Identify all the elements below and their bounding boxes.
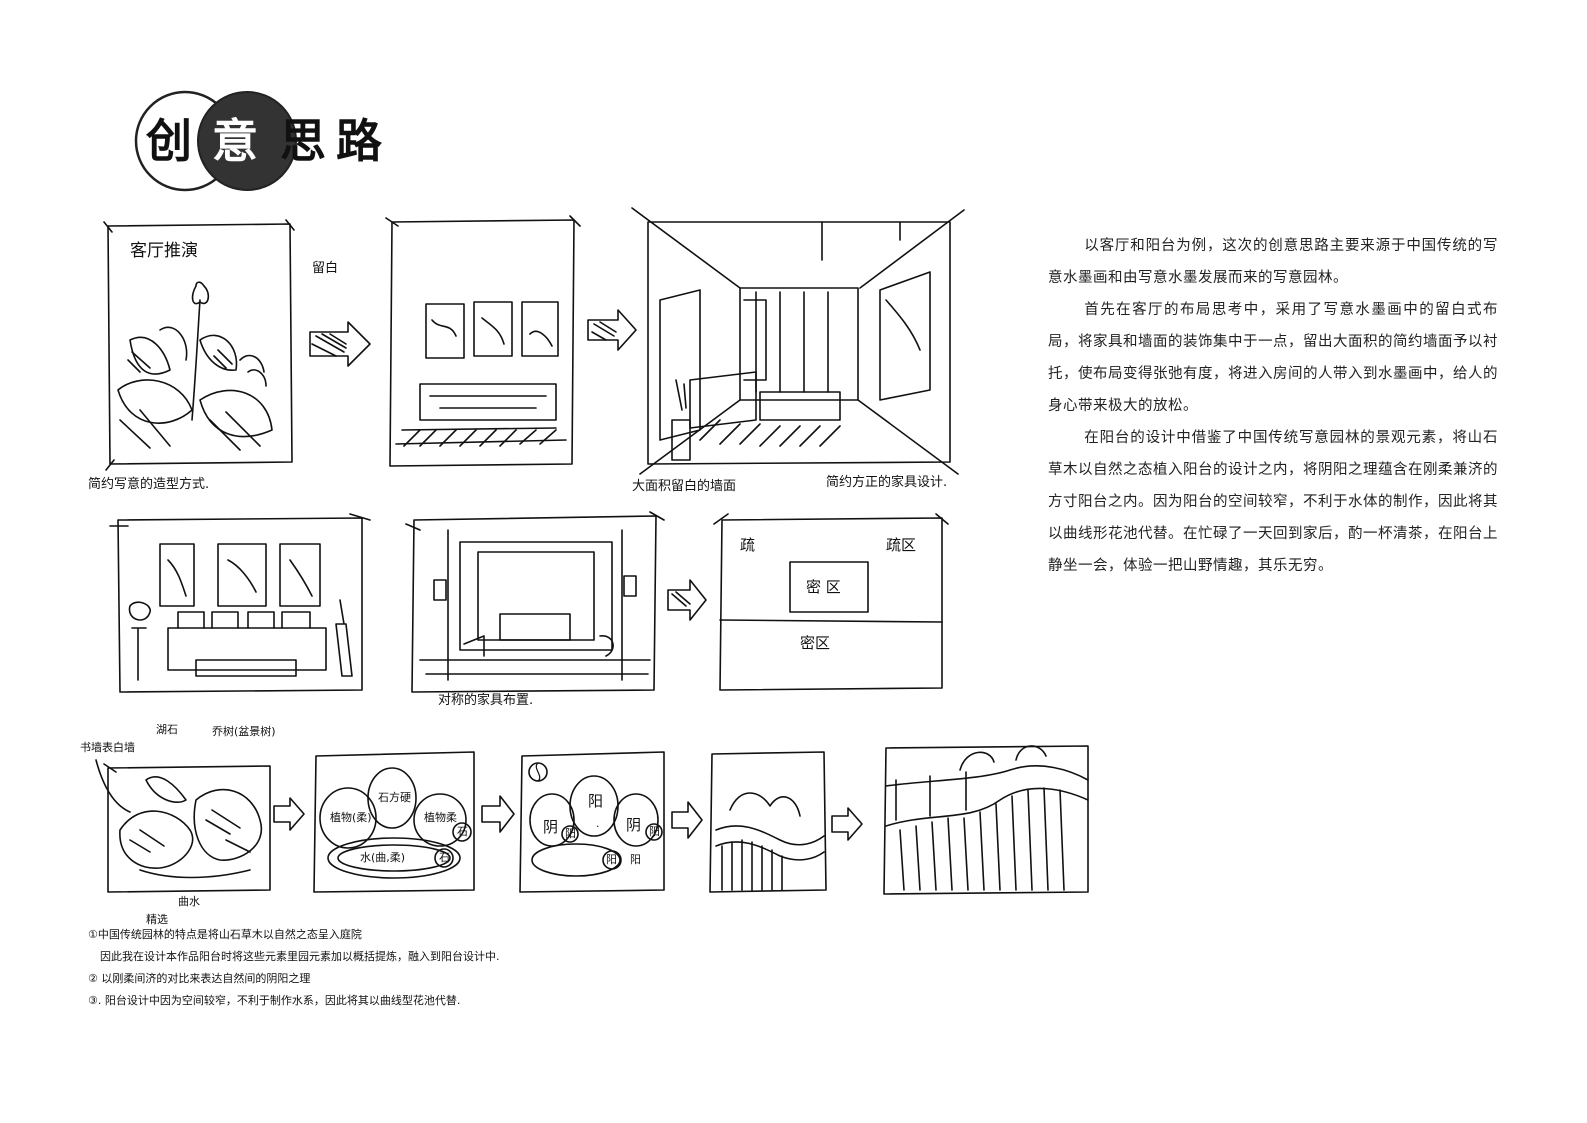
zone-sparse-right: 疏区 bbox=[886, 536, 917, 554]
arrow-6 bbox=[671, 801, 703, 839]
plan-yang-5: 阳 bbox=[630, 853, 641, 866]
sketch-balcony-perspective-panel bbox=[883, 745, 1089, 895]
description-paragraph-3: 在阳台的设计中借鉴了中国传统写意园林的景观元素，将山石草木以自然之态植入阳台的设… bbox=[1048, 430, 1498, 574]
label-garden-wall: 书墙表白墙 bbox=[80, 741, 135, 754]
label-living-room: 客厅推演 bbox=[130, 241, 198, 261]
sketch-sofa-panel bbox=[109, 513, 371, 693]
zone-dense-center: 密 区 bbox=[806, 578, 841, 596]
arrow-2 bbox=[587, 309, 637, 351]
caption-simple-style: 简约写意的造型方式. bbox=[88, 477, 210, 492]
sketch-symmetric-panel bbox=[405, 511, 665, 693]
sketch-bubble-plan-panel bbox=[313, 751, 475, 893]
description-paragraph-1: 以客厅和阳台为例，这次的创意思路主要来源于中国传统的写意水墨画和由写意水墨发展而… bbox=[1048, 238, 1498, 286]
title-char-1: 创 bbox=[146, 114, 192, 168]
sketch-zoning-panel bbox=[713, 513, 949, 691]
title-block: 创 意 思 路 bbox=[110, 88, 430, 198]
plan-yang-4: 阳 bbox=[606, 853, 617, 866]
arrow-4 bbox=[273, 797, 305, 831]
arrow-1 bbox=[309, 321, 371, 367]
label-blank-space: 留白 bbox=[312, 261, 339, 276]
zone-dense-bottom: 密区 bbox=[800, 634, 831, 652]
label-lake-rock: 湖石 bbox=[156, 723, 178, 736]
sketch-yinyang-plan-panel bbox=[519, 751, 665, 893]
title-circles-graphic bbox=[134, 90, 297, 192]
caption-simple-furniture: 简约方正的家具设计. bbox=[826, 475, 948, 490]
arrow-3 bbox=[667, 579, 707, 621]
zone-sparse-left: 疏 bbox=[740, 536, 756, 554]
design-description: 以客厅和阳台为例，这次的创意思路主要来源于中国传统的写意水墨画和由写意水墨发展而… bbox=[1048, 230, 1498, 582]
label-curved-water: 曲水 bbox=[178, 895, 200, 908]
plan-stone: 石 bbox=[457, 825, 468, 838]
plan-stone-2: 石 bbox=[439, 851, 450, 864]
label-tree: 乔树(盆景树) bbox=[212, 725, 276, 738]
plan-water: 水(曲,柔) bbox=[360, 851, 406, 864]
arrow-5 bbox=[481, 795, 515, 833]
plan-dot: . bbox=[596, 817, 600, 830]
caption-symmetric-layout: 对称的家具布置. bbox=[438, 693, 534, 708]
arrow-7 bbox=[831, 807, 863, 841]
note-superscript: 精选 bbox=[146, 913, 168, 926]
note-line-1: ①中国传统园林的特点是将山石草木以自然之态呈入庭院 bbox=[88, 928, 362, 941]
sketch-perspective-panel bbox=[631, 207, 965, 475]
plan-yang-3: 阳 bbox=[649, 825, 660, 838]
description-paragraph-2: 首先在客厅的布局思考中，采用了写意水墨画中的留白式布局，将家具和墙面的装饰集中于… bbox=[1048, 302, 1498, 414]
plan-yin-1: 阴 bbox=[543, 818, 559, 836]
sketch-garden-panel bbox=[95, 759, 271, 893]
title-char-3: 思 bbox=[280, 114, 326, 168]
note-line-4: ③. 阳台设计中因为空间较窄，不利于制作水系，因此将其以曲线型花池代替. bbox=[88, 994, 461, 1007]
plan-rock-hard: 石方硬 bbox=[378, 791, 411, 804]
plan-yin-2: 阴 bbox=[626, 816, 642, 834]
plan-plants-soft-2: 植物柔 bbox=[424, 811, 457, 824]
note-line-2: 因此我在设计本作品阳台时将这些元素里园元素加以概括提炼，融入到阳台设计中. bbox=[100, 950, 500, 963]
sketch-balcony-section-panel bbox=[709, 751, 827, 893]
sketch-living-room-panel bbox=[385, 215, 581, 467]
caption-blank-wall: 大面积留白的墙面 bbox=[632, 479, 737, 494]
title-char-2: 意 bbox=[212, 114, 258, 168]
design-notes: 精选 ①中国传统园林的特点是将山石草木以自然之态呈入庭院 因此我在设计本作品阳台… bbox=[88, 914, 648, 1012]
sketch-lotus-panel bbox=[103, 219, 295, 471]
plan-yang-1: 阳 bbox=[565, 827, 576, 840]
title-char-4: 路 bbox=[336, 114, 382, 168]
note-line-3: ② 以刚柔间济的对比来表达自然间的阴阳之理 bbox=[88, 972, 311, 985]
plan-plants-soft: 植物(柔) bbox=[330, 811, 372, 824]
plan-yang-2: 阳 bbox=[588, 792, 604, 810]
